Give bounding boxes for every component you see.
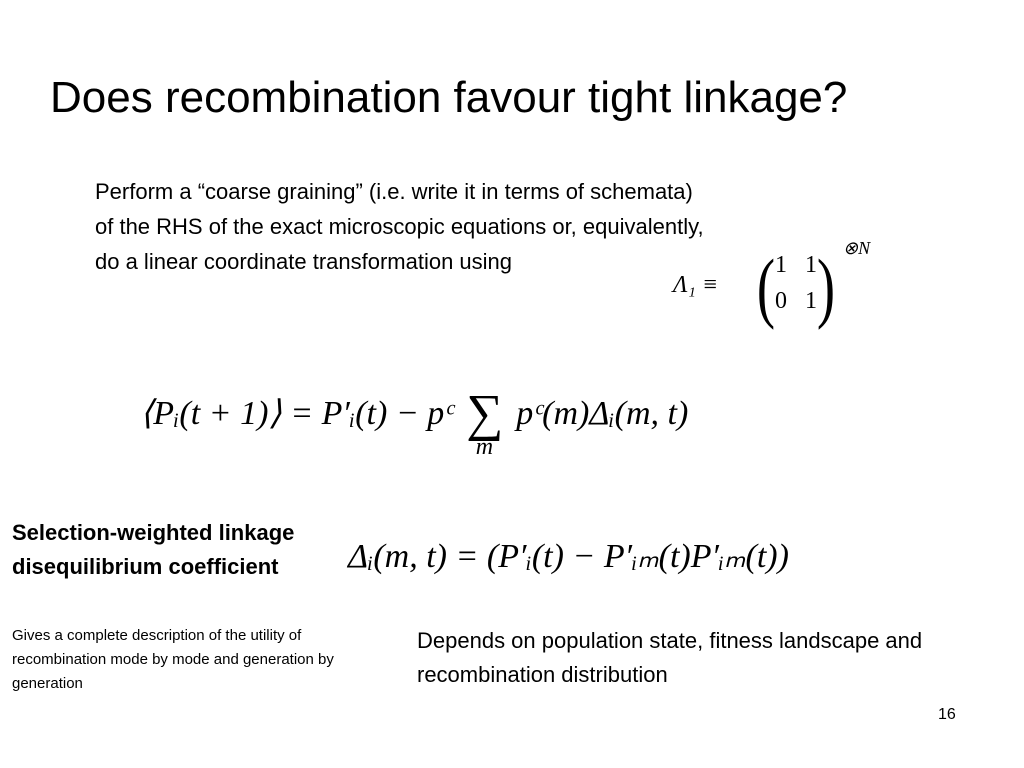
sum-symbol: ∑ [466,385,504,442]
summation: ∑ m [462,378,508,460]
equation1-lhs: ⟨Pᵢ(t + 1)⟩ = P′ᵢ(t) − pᶜ [140,395,454,432]
matrix-row-1: 1 1 [775,252,823,278]
sum-index: m [475,434,494,460]
selection-weighted-title: Selection-weighted linkage disequilibriu… [12,520,295,579]
lambda-lhs: Λ₁ ≡ [673,272,719,298]
tensor-power: ⊗N [843,238,871,258]
matrix-row-2: 0 1 [775,288,823,314]
intro-line-1: Perform a “coarse graining” (i.e. write … [95,179,693,204]
slide-title: Does recombination favour tight linkage? [50,73,848,122]
intro-line-3: do a linear coordinate transformation us… [95,249,513,274]
selection-description: Gives a complete description of the util… [12,627,334,692]
depends-text: Depends on population state, fitness lan… [417,628,923,687]
right-paren: ) [816,243,836,330]
equation-linkage-disequilibrium: Δᵢ(m, t) = (P′ᵢ(t) − P′ᵢₘ(t)P′ᵢₘ(t)) [348,538,789,575]
left-paren: ( [756,243,776,330]
intro-line-2: of the RHS of the exact microscopic equa… [95,214,704,239]
equation-expected-population: ⟨Pᵢ(t + 1)⟩ = P′ᵢ(t) − pᶜ ∑ m pᶜ(m)Δᵢ(m,… [140,378,689,460]
matrix: ( 1 1 0 1 ) [753,243,836,330]
page-number: 16 [938,706,956,723]
equation1-rhs: pᶜ(m)Δᵢ(m, t) [516,395,689,432]
intro-text: Perform a “coarse graining” (i.e. write … [95,174,895,279]
